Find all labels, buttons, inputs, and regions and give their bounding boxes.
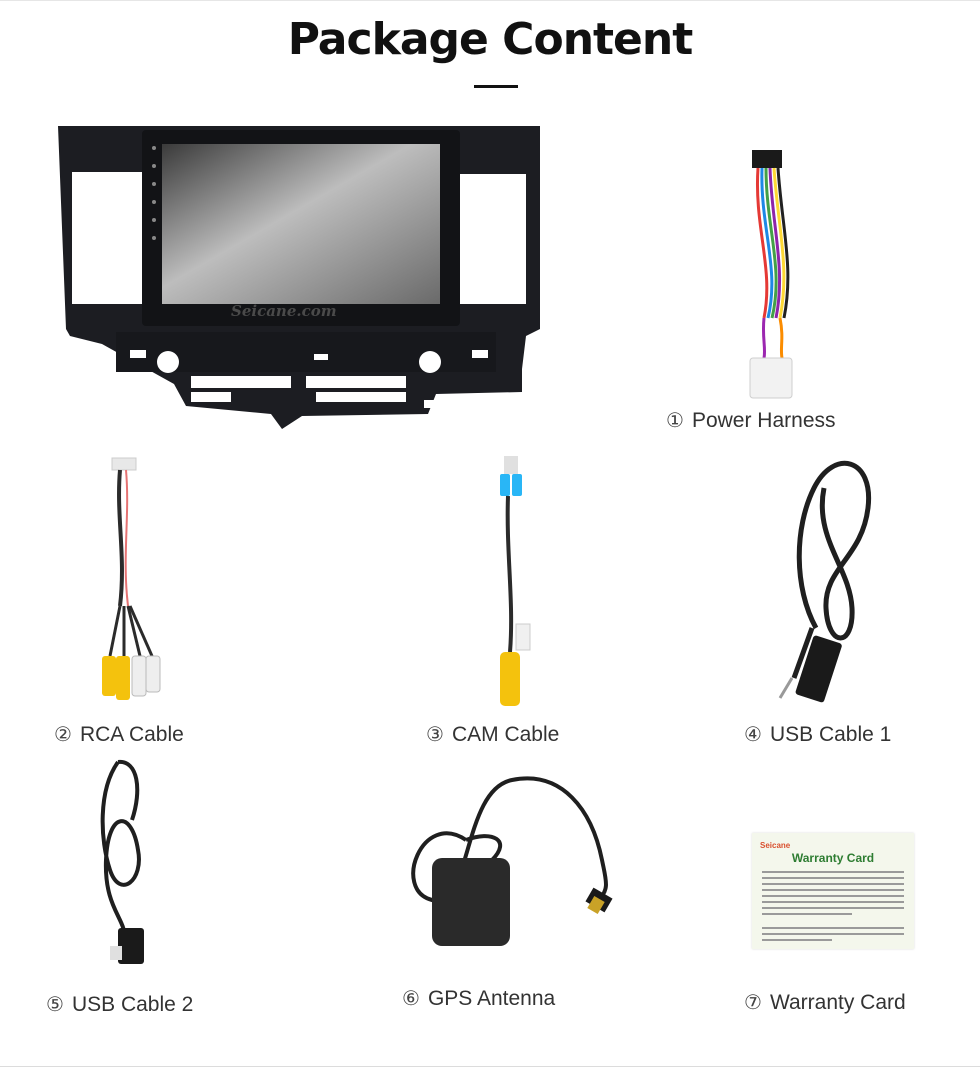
caption-number: ③ bbox=[426, 722, 444, 746]
rca-cable-image bbox=[102, 457, 161, 700]
fine-print-line bbox=[762, 889, 904, 891]
caption-label: CAM Cable bbox=[451, 723, 560, 746]
fine-print-line bbox=[762, 877, 904, 879]
caption-power-harness: ① Power Harness bbox=[666, 408, 836, 433]
warranty-card-brand: Seicane bbox=[760, 841, 791, 850]
warranty-card-image: Seicane Warranty Card bbox=[752, 833, 914, 949]
caption-label: USB Cable 1 bbox=[769, 723, 892, 746]
fine-print-line bbox=[762, 883, 904, 885]
usb-cable-1-image bbox=[778, 460, 872, 703]
power-harness-image bbox=[749, 150, 793, 399]
caption-label: RCA Cable bbox=[79, 723, 184, 746]
caption-number: ④ bbox=[744, 722, 762, 746]
caption-cam-cable: ③ CAM Cable bbox=[426, 722, 559, 747]
usb-cable-2-image bbox=[100, 759, 144, 964]
caption-label: Warranty Card bbox=[769, 991, 906, 1014]
caption-number: ② bbox=[54, 722, 72, 746]
caption-number: ⑤ bbox=[46, 992, 64, 1016]
caption-number: ⑥ bbox=[402, 986, 420, 1010]
fine-print-line bbox=[762, 939, 832, 941]
caption-label: Power Harness bbox=[691, 409, 836, 432]
fine-print-line bbox=[762, 933, 904, 935]
bottom-divider bbox=[0, 1066, 980, 1067]
caption-rca-cable: ② RCA Cable bbox=[54, 722, 184, 747]
gps-antenna-image bbox=[411, 776, 613, 946]
page-title: Package Content bbox=[287, 14, 694, 65]
caption-label: GPS Antenna bbox=[427, 987, 556, 1010]
fine-print-line bbox=[762, 913, 852, 915]
fine-print-line bbox=[762, 901, 904, 903]
fine-print-line bbox=[762, 895, 904, 897]
title-underline bbox=[474, 85, 518, 88]
caption-label: USB Cable 2 bbox=[71, 993, 194, 1016]
caption-number: ⑦ bbox=[744, 990, 762, 1014]
top-divider bbox=[0, 0, 980, 1]
screen-brand: Seicane.com bbox=[231, 302, 337, 320]
head-unit-image: Seicane.com bbox=[58, 126, 540, 429]
fine-print-line bbox=[762, 927, 904, 929]
caption-warranty-card: ⑦ Warranty Card bbox=[744, 990, 906, 1015]
cam-cable-image bbox=[500, 456, 531, 706]
caption-gps-antenna: ⑥ GPS Antenna bbox=[402, 986, 555, 1011]
fine-print-line bbox=[762, 907, 904, 909]
caption-usb-cable-2: ⑤ USB Cable 2 bbox=[46, 992, 193, 1017]
fine-print-line bbox=[762, 871, 904, 873]
warranty-card-heading: Warranty Card bbox=[791, 851, 875, 865]
caption-number: ① bbox=[666, 408, 684, 432]
caption-usb-cable-1: ④ USB Cable 1 bbox=[744, 722, 891, 747]
